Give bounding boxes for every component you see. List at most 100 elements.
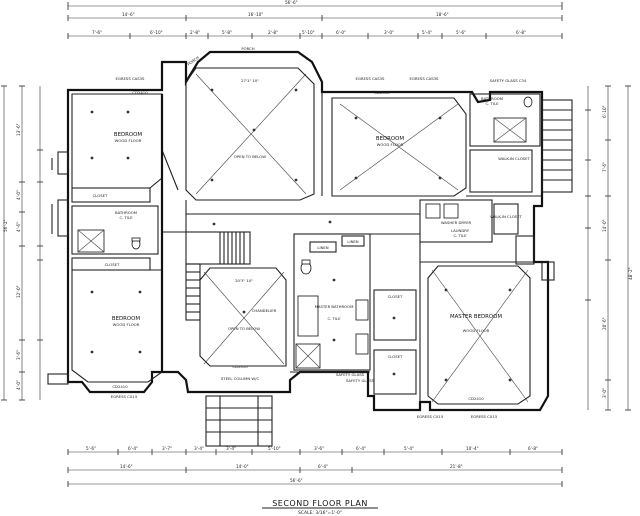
closet-1-label: CLOSET [93,193,108,198]
linen-2-label: LINEN [347,239,358,244]
bedroom-sw: BEDROOM WOOD FLOOR CD2410 EGRESS CX15 [71,269,163,399]
dim-bot-s2: 6'-4" [128,446,138,451]
bathroom-ne-name: BATHROOM [481,96,503,101]
open-top-label: OPEN TO BELOW [234,154,266,159]
dim-top-a: 14'-6" [122,12,135,17]
dim-bot-s10: 10'-4" [466,446,479,451]
linen-1-label: LINEN [317,245,328,250]
bottom-dimensions: 5'-6" 6'-4" 3'-7" 3'-4" 3'-4" 5'-10" 3'-… [67,446,563,487]
egress-note-3: EGRESS CAS3S [410,76,439,81]
egress-note-2: EGRESS CAS3S [356,76,385,81]
dim-left-overall: 56'-2" [3,219,8,232]
bathroom-ne-zone: BATHROOM C. TILE SAFETY GLASS C34 WALK-I… [469,78,573,193]
egress-note-5: EGRESS CX15 [471,414,498,419]
dim-bot-s4: 3'-4" [194,446,204,451]
dim-right-e: 3'-0" [602,388,607,398]
walkin-a-label: WALK-IN CLOSET [498,156,530,161]
closet-4-label: CLOSET [388,354,403,359]
safety-glass-3: SAFETY GLASS [346,378,375,383]
dim-top-s11: 6'-8" [516,30,526,35]
dim-left-f: 4'-0" [16,380,21,390]
laundry-name: LAUNDRY [451,228,470,233]
dim-top-s7: 6'-0" [336,30,346,35]
dim-top-s6: 5'-10" [302,30,315,35]
cd-note-1: CD2410 [132,90,148,95]
bedroom-sw-floor: WOOD FLOOR [113,322,140,327]
dim-bot-d: 21'-8" [450,464,463,469]
dim-right-overall: 48'-2" [628,267,633,280]
master-closets: CLOSET CLOSET [373,289,417,395]
bedroom-sw-name: BEDROOM [112,316,140,322]
porch-label-2: PORCH [186,55,200,67]
stair-and-open-mid: 20'3" 10" OPEN TO BELOW CHANDELIER CD241… [185,231,287,381]
dim-bot-overall: 56'-6" [290,478,303,483]
bedroom-ne-name: BEDROOM [376,136,404,142]
master-bedroom-floor: WOOD FLOOR [463,328,490,333]
master-bath-name-1: MASTER BATHROOM [315,304,354,309]
bathroom-w-name: BATHROOM [115,210,137,215]
dim-top-c: 18'-6" [436,12,449,17]
bedroom-nw-floor: WOOD FLOOR [115,138,142,143]
laundry-floor: C. TILE [453,233,467,238]
dim-bot-s5: 3'-4" [226,446,236,451]
dim-bot-s11: 6'-8" [528,446,538,451]
bedroom-nw: BEDROOM WOOD FLOOR EGRESS CAS3S CD2410 [71,76,179,191]
interior-partitions [160,92,542,402]
right-dimensions: 48'-2" 6'-10" 7'-6" 14'-0" 20'-6" 3'-0" [585,85,633,411]
laundry-zone: WASHER DRYER LAUNDRY C. TILE WALK-IN CLO… [309,199,522,253]
safety-glass-2: SAFETY GLASS [336,372,365,377]
egress-note-4: EGRESS CX15 [417,414,444,419]
dim-top-s1: 7'-6" [92,30,102,35]
dim-right-d: 20'-6" [602,317,607,330]
master-bath-floor: C. TILE [327,316,341,321]
dim-top-b: 16'-10" [248,12,263,17]
porch-label: PORCH [241,46,254,51]
master-bedroom: MASTER BEDROOM WOOD FLOOR CD2410 EGRESS … [346,265,531,419]
safety-glass-1: SAFETY GLASS C34 [490,78,527,83]
left-dimensions: 56'-2" 13'-6" 4'-0" 4'-6" 12'-0" 3'-6" 4… [1,85,43,401]
title-block: SECOND FLOOR PLAN SCALE: 3/16"=1'-0" [262,499,378,516]
dim-left-d: 12'-0" [16,285,21,298]
cd-note-4: CD2410 [232,364,248,369]
chandelier-label: CHANDELIER [252,308,277,313]
front-steps [205,395,273,447]
dim-right-c: 14'-0" [602,219,607,232]
drawing-scale: SCALE: 3/16"=1'-0" [298,510,342,516]
dim-top-s2: 6'-10" [150,30,163,35]
bathroom-ne-floor: C. TILE [485,101,499,106]
dim-top-s5: 2'-8" [268,30,278,35]
cd-note-5: CD2410 [112,384,128,389]
steel-column-note: STEEL COLUMN W/C [221,376,260,381]
dim-top-overall: 56'-6" [285,0,298,5]
dim-right-a: 6'-10" [602,105,607,118]
walkin-b-label: WALK-IN CLOSET [490,214,522,219]
closet-3-label: CLOSET [388,294,403,299]
drawing-title: SECOND FLOOR PLAN [272,499,368,508]
dim-bot-b: 14'-0" [236,464,249,469]
open-mid-label: OPEN TO BELOW [228,326,260,331]
open-top-ceiling: 27'1" 10" [241,78,259,83]
egress-note-6: EGRESS CX15 [111,394,138,399]
dim-left-c: 4'-6" [16,222,21,232]
egress-note-1: EGRESS CAS3S [116,76,145,81]
master-bedroom-name-1: MASTER BEDROOM [450,314,502,320]
light-fixtures [90,88,512,382]
closet-2-label: CLOSET [105,262,120,267]
dim-top-s3: 2'-8" [190,30,200,35]
dim-top-s8: 3'-0" [384,30,394,35]
dim-top-s4: 5'-8" [222,30,232,35]
dim-left-e: 3'-6" [16,350,21,360]
dim-top-s10: 5'-6" [456,30,466,35]
dim-bot-s6: 5'-10" [268,446,281,451]
top-dimensions: 56'-6" 14'-6" 16'-10" 18'-6" 7'-6" 6'-10… [67,0,563,39]
dim-bot-s8: 6'-4" [356,446,366,451]
dim-bot-c: 6'-4" [318,464,328,469]
bedroom-nw-name: BEDROOM [114,132,142,138]
dim-bot-a: 14'-6" [120,464,133,469]
dim-top-s9: 5'-4" [422,30,432,35]
bedroom-ne-floor: WOOD FLOOR [377,142,404,147]
bathroom-w-floor: C. TILE [119,215,133,220]
west-bath-zone: CLOSET BATHROOM C. TILE CLOSET [71,187,159,271]
top-open-to-below: PORCH PORCH 27'1" 10" OPEN TO BELOW [185,46,315,201]
